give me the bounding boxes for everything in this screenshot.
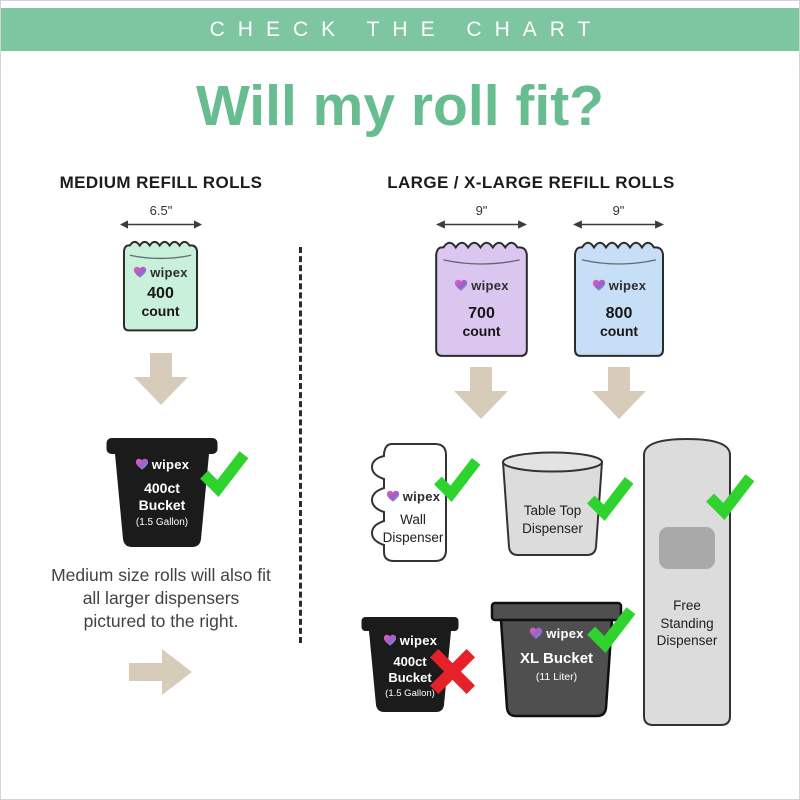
bag-count-label: count — [141, 303, 180, 320]
note-line2: all larger dispensers — [82, 588, 240, 609]
bag-count: 400 — [147, 285, 174, 302]
measurement-label: 9" — [475, 203, 488, 218]
heart-icon — [134, 266, 147, 278]
down-arrow-icon — [133, 353, 189, 405]
bucket-size: (1.5 Gallon) — [135, 516, 189, 528]
large-refill-bag-700: wipex 700 count — [430, 234, 533, 358]
wipex-logo: wipex — [133, 265, 188, 280]
small-bucket-incompatible: wipex 400ct Bucket (1.5 Gallon) — [360, 613, 460, 714]
dispenser-label-line2: Standing — [660, 615, 714, 631]
medium-rolls-header: MEDIUM REFILL ROLLS — [59, 173, 263, 192]
brand-name: wipex — [402, 489, 441, 504]
bag-count: 700 — [468, 305, 495, 322]
bucket-name-line2: Bucket — [388, 669, 432, 685]
brand-name: wipex — [151, 457, 190, 472]
bucket-name: XL Bucket — [519, 650, 594, 667]
down-arrow-icon — [591, 367, 647, 419]
checkmark-icon — [585, 472, 635, 522]
checkmark-icon — [198, 446, 250, 498]
tabletop-dispenser-shape — [501, 450, 604, 558]
wipex-logo: wipex — [135, 457, 190, 472]
dispenser-label-line3: Dispenser — [656, 633, 718, 649]
width-arrow-icon — [436, 220, 527, 229]
width-arrow-icon — [573, 220, 664, 229]
measurement-label: 9" — [612, 203, 625, 218]
wall-dispenser-shape — [363, 441, 463, 564]
bucket-shape — [361, 617, 459, 712]
bucket-name-line1: 400ct — [393, 654, 427, 669]
bucket-shape — [490, 601, 623, 718]
banner-title: CHECK THE CHART — [209, 17, 604, 41]
brand-name: wipex — [471, 278, 509, 293]
freestanding-dispenser: Free Standing Dispenser — [642, 437, 732, 727]
wall-dispenser: wipex Wall Dispenser — [363, 441, 463, 564]
bucket-name-line2: Bucket — [138, 496, 186, 513]
bucket-size: (11 Liter) — [535, 671, 578, 683]
brand-name: wipex — [399, 633, 438, 648]
note-line1: Medium size rolls will also fit — [51, 565, 271, 585]
medium-refill-bag: wipex 400 count — [119, 235, 202, 332]
bag700-measurement: 9" — [436, 203, 527, 230]
heart-icon — [135, 458, 148, 470]
measurement-label: 6.5" — [149, 203, 173, 218]
bag-count-label: count — [462, 323, 501, 340]
tabletop-dispenser: Table Top Dispenser — [501, 450, 604, 558]
freestanding-dispenser-shape — [642, 437, 732, 727]
checkmark-icon — [585, 602, 637, 654]
dispenser-label-line1: Wall — [400, 512, 426, 527]
bag-shape — [569, 234, 669, 358]
wipex-logo: wipex — [529, 626, 584, 641]
wipex-logo: wipex — [383, 633, 438, 648]
dispenser-label-line1: Table Top — [523, 503, 582, 518]
medium-bag-measurement: 6.5" — [120, 203, 202, 230]
heart-icon — [455, 279, 468, 291]
brand-name: wipex — [546, 626, 584, 641]
bag-count-label: count — [599, 323, 639, 340]
heart-icon — [383, 634, 396, 646]
bucket-size: (1.5 Gallon) — [385, 688, 435, 700]
dispenser-label-line1: Free — [673, 598, 701, 613]
cross-icon — [425, 644, 480, 699]
bucket-name-line1: 400ct — [144, 480, 180, 496]
xl-bucket: wipex XL Bucket (11 Liter) — [490, 600, 623, 719]
checkmark-icon — [704, 469, 756, 521]
brand-name: wipex — [608, 278, 647, 293]
bag-shape — [119, 235, 202, 332]
column-divider — [299, 247, 302, 643]
note-line3: pictured to the right. — [83, 611, 239, 632]
top-banner: CHECK THE CHART — [1, 8, 799, 51]
large-rolls-header: LARGE / X-LARGE REFILL ROLLS — [387, 173, 675, 192]
medium-bucket: wipex 400ct Bucket (1.5 Gallon) — [105, 433, 219, 549]
dispenser-label-line2: Dispenser — [382, 529, 444, 545]
wipex-logo: wipex — [454, 278, 509, 293]
bag-count: 800 — [605, 305, 633, 322]
heart-icon — [530, 627, 543, 639]
width-arrow-icon — [120, 220, 202, 229]
heart-icon — [386, 490, 399, 502]
brand-name: wipex — [150, 265, 188, 280]
page-title: Will my roll fit? — [196, 74, 604, 138]
dispenser-label-line2: Dispenser — [522, 520, 583, 536]
right-arrow-icon — [129, 648, 193, 696]
heart-icon — [592, 279, 605, 291]
wipex-logo: wipex — [592, 278, 647, 293]
bucket-shape — [106, 438, 218, 547]
checkmark-icon — [432, 453, 482, 503]
bag800-measurement: 9" — [573, 203, 664, 230]
down-arrow-icon — [453, 367, 509, 419]
large-refill-bag-800: wipex 800 count — [569, 234, 669, 358]
wipex-logo: wipex — [386, 489, 441, 504]
medium-note: Medium size rolls will also fit all larg… — [21, 564, 301, 633]
bag-shape — [430, 234, 533, 358]
